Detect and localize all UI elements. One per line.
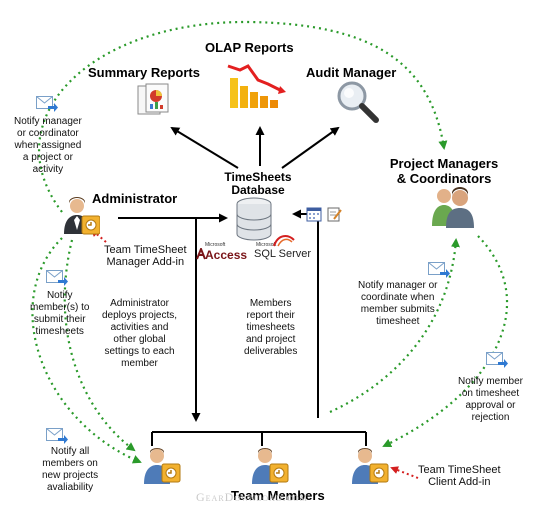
note-line: deploys projects, <box>102 310 178 321</box>
sql-server-logo: Microsoft SQL Server <box>254 242 312 260</box>
note-notify-all-members: Notify all members on new projects avali… <box>42 446 98 494</box>
note-line: submit their <box>33 314 86 325</box>
note-admin-deploys: Administrator deploys projects, activiti… <box>102 298 177 370</box>
note-line: member <box>121 358 158 369</box>
note-line: settings to each <box>104 346 175 357</box>
note-line: Administrator <box>110 298 169 309</box>
form-edit-icon <box>327 207 342 222</box>
database-icon <box>236 197 272 241</box>
database-label-line-1: TimeSheets <box>224 170 292 184</box>
olap-chart-icon <box>227 64 286 108</box>
addin-pointer-client <box>390 466 419 479</box>
access-logo: Microsoft Access <box>205 242 248 262</box>
note-line: approval or <box>465 400 516 411</box>
note-line: timesheets <box>246 322 295 333</box>
note-line: member(s) to <box>30 302 90 313</box>
flow-admin-notify-all <box>31 237 142 464</box>
sql-server-swirl-icon <box>273 235 295 247</box>
note-line: other global <box>113 334 166 345</box>
note-line: rejection <box>471 412 510 423</box>
project-managers-icon <box>432 187 474 228</box>
arrow-db-to-audit <box>281 126 340 169</box>
access-key-icon <box>196 248 206 260</box>
team-member-icon-3 <box>352 448 389 484</box>
note-notify-assigned: Notify manager or coordinator when assig… <box>14 116 82 176</box>
administrator-icon <box>64 197 100 235</box>
email-icon-submit <box>46 270 68 286</box>
project-managers-label-line-2: & Coordinators <box>396 171 492 186</box>
note-line: Notify member <box>458 376 524 387</box>
note-line: new projects <box>42 470 99 481</box>
note-line: or coordinator <box>17 128 79 139</box>
administrator-label: Administrator <box>92 191 178 206</box>
sql-logo-text: SQL Server <box>254 248 312 260</box>
manager-addin-line-1: Team TimeSheet <box>104 244 187 256</box>
database-label-line-2: Database <box>231 183 285 197</box>
access-logo-text: Access <box>205 248 248 262</box>
note-line: activities and <box>110 322 169 333</box>
email-icon-approval <box>486 352 508 368</box>
manager-addin-label: Team TimeSheet Manager Add-in <box>104 244 187 268</box>
note-line: Notify all <box>50 446 90 457</box>
calendar-icon <box>306 207 322 222</box>
audit-magnifier-icon <box>337 81 379 123</box>
access-logo-small: Microsoft <box>205 242 226 248</box>
client-addin-line-1: Team TimeSheet <box>418 464 501 476</box>
client-addin-label: Team TimeSheet Client Add-in <box>418 464 501 488</box>
note-line: Notify manager <box>14 116 82 127</box>
email-icon-assigned <box>36 96 58 112</box>
database-label: TimeSheets Database <box>218 171 298 197</box>
note-line: avaliability <box>47 482 94 493</box>
audit-manager-label: Audit Manager <box>306 65 397 80</box>
email-icon-notify-all <box>46 428 68 444</box>
olap-reports-label: OLAP Reports <box>205 40 294 55</box>
summary-reports-icon <box>137 83 169 115</box>
note-line: members on <box>42 458 98 469</box>
note-line: coordinate when <box>361 292 435 303</box>
note-line: timesheets <box>35 326 84 337</box>
project-managers-label: Project Managers & Coordinators <box>376 156 512 186</box>
team-member-icon-1 <box>144 448 181 484</box>
note-notify-member-approval: Notify member on timesheet approval or r… <box>458 376 523 424</box>
manager-addin-line-2: Manager Add-in <box>106 256 185 268</box>
note-line: on timesheet <box>461 388 520 399</box>
note-line: when assigned <box>14 140 82 151</box>
sql-logo-small: Microsoft <box>256 242 277 248</box>
note-line: timesheet <box>376 316 420 327</box>
note-line: Notify manager or <box>358 280 438 291</box>
summary-reports-label: Summary Reports <box>88 65 200 80</box>
watermark: GearDownload.com <box>196 490 308 504</box>
note-line: deliverables <box>244 346 298 357</box>
note-notify-manager-submits: Notify manager or coordinate when member… <box>358 280 437 328</box>
note-line: Notify <box>46 290 73 301</box>
arrow-db-to-summary <box>170 126 239 169</box>
client-addin-line-2: Client Add-in <box>428 476 491 488</box>
note-members-report: Members report their timesheets and proj… <box>244 298 297 358</box>
note-line: a project or <box>22 152 73 163</box>
note-line: Members <box>249 298 292 309</box>
team-member-icon-2 <box>252 448 289 484</box>
note-line: activity <box>32 164 64 175</box>
note-notify-submit-members: Notify member(s) to submit their timeshe… <box>30 290 89 338</box>
note-line: member submits <box>360 304 435 315</box>
email-icon-manager <box>428 262 450 278</box>
team-members-label: Team Members <box>231 488 325 503</box>
project-managers-label-line-1: Project Managers <box>389 156 499 171</box>
note-line: and project <box>245 334 296 345</box>
note-line: report their <box>246 310 295 321</box>
